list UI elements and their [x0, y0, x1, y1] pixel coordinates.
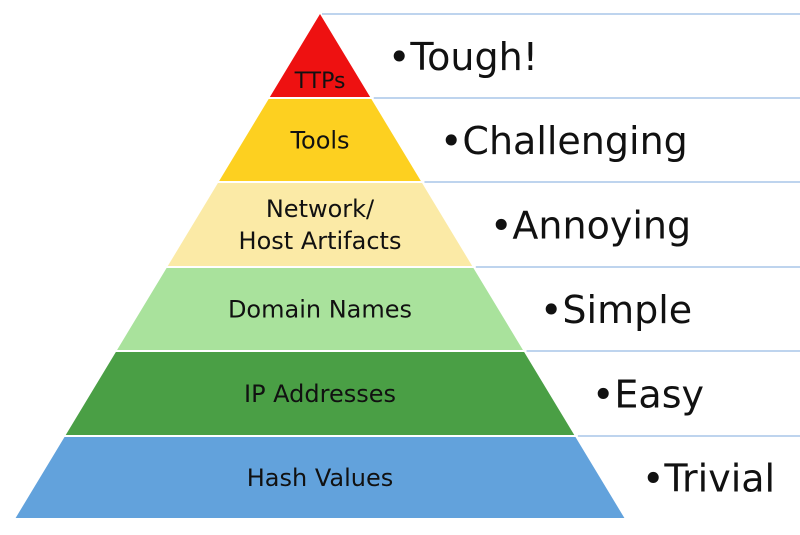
difficulty-label-hash-values: •Trivial — [642, 457, 775, 501]
level-label-network-host-artifacts: Host Artifacts — [239, 227, 402, 255]
difficulty-label-network-host-artifacts: •Annoying — [490, 204, 691, 248]
difficulty-labels: •Tough! •Challenging •Annoying •Simple •Easy… — [388, 35, 775, 501]
band-ip-addresses — [65, 352, 575, 435]
difficulty-label-ttps: •Tough! — [388, 35, 538, 79]
band-domain-names — [117, 268, 523, 350]
level-label-ttps: TTPs — [294, 69, 346, 94]
level-label-tools: Tools — [289, 127, 349, 155]
level-label-network-host-artifacts: Network/ — [266, 195, 375, 223]
band-tools — [219, 99, 421, 181]
row-dividers — [322, 13, 800, 437]
level-label-ip-addresses: IP Addresses — [244, 380, 396, 408]
level-label-domain-names: Domain Names — [228, 296, 412, 324]
band-network-host-artifacts — [167, 183, 473, 266]
difficulty-label-ip-addresses: •Easy — [592, 373, 704, 417]
band-hash-values — [15, 437, 625, 518]
pyramid-bands — [15, 14, 625, 518]
difficulty-label-tools: •Challenging — [440, 119, 688, 163]
band-ttps — [269, 14, 371, 97]
difficulty-label-domain-names: •Simple — [540, 288, 692, 332]
level-label-hash-values: Hash Values — [247, 464, 394, 492]
